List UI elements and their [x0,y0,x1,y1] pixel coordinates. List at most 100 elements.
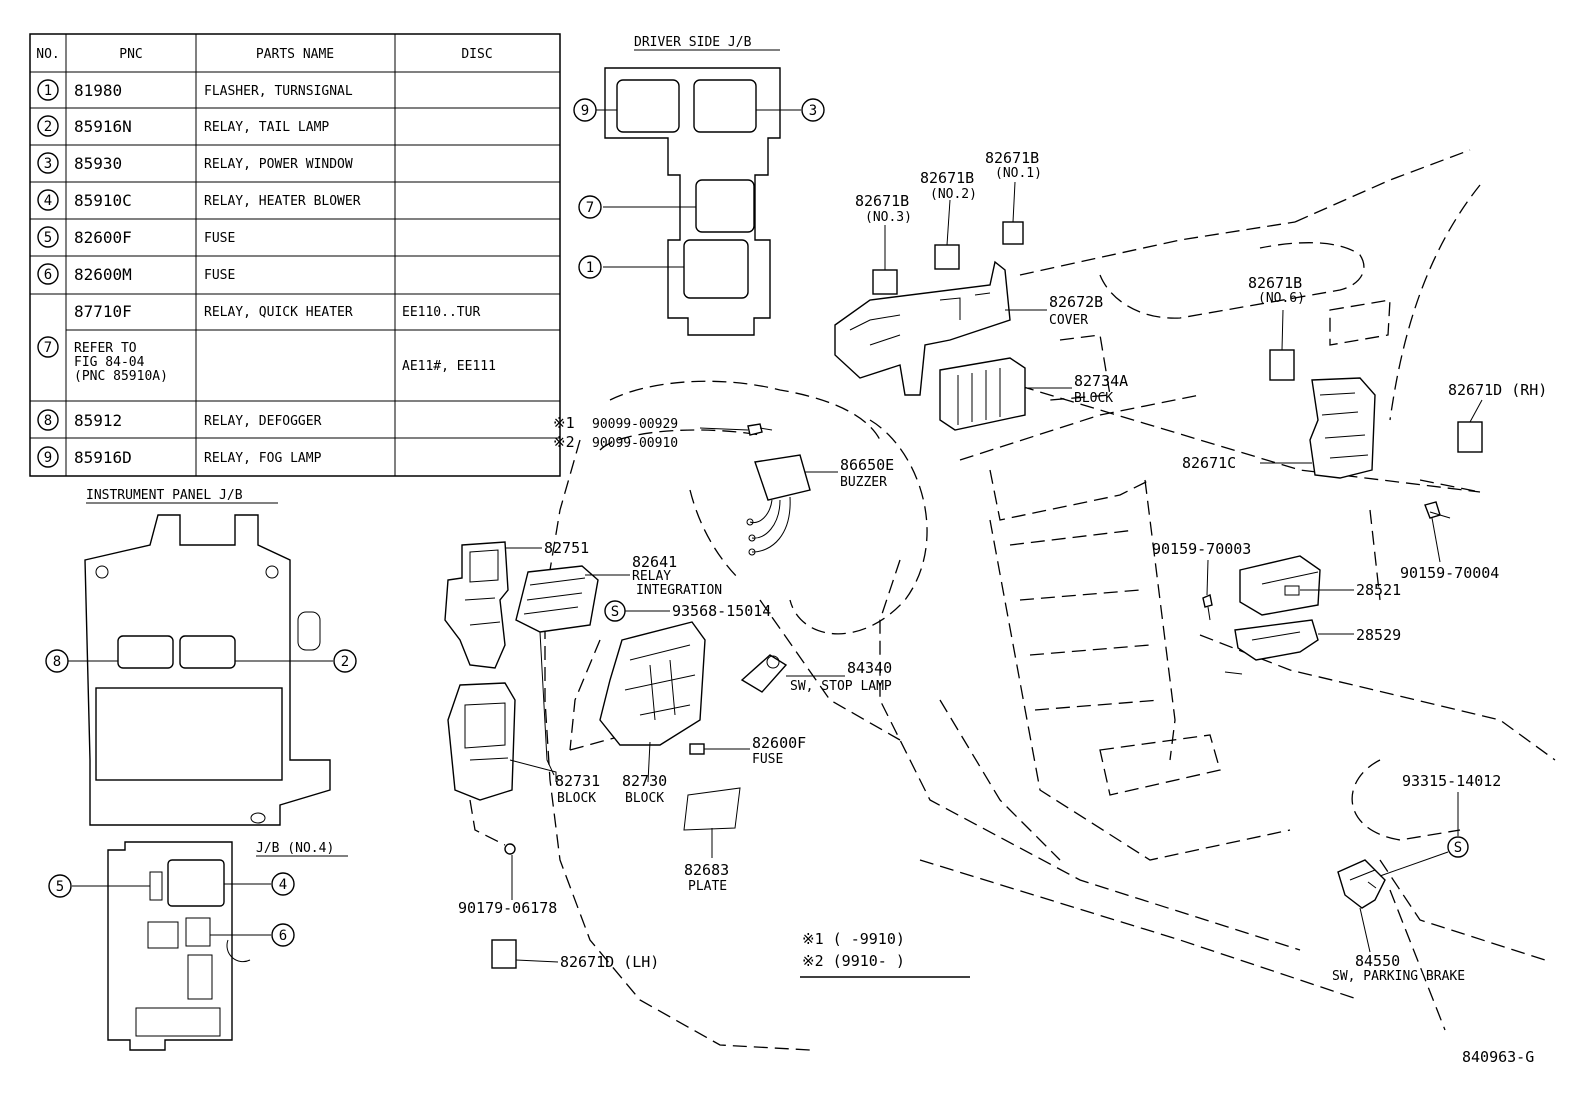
part-description: COVER [1049,313,1088,328]
screw-93315: 93315-14012 S [1402,772,1501,858]
row-number-circle [37,189,59,211]
row-number-circle [37,263,59,285]
module-28521: 28521 [1239,555,1401,616]
instrument-panel-jb: INSTRUMENT PANEL J/B 8 2 [45,488,357,826]
row-parts-name: RELAY, POWER WINDOW [204,157,353,172]
dashboard-outline [469,149,1556,1051]
part-description: BLOCK [557,791,596,806]
row-pnc: 81980 [74,81,122,100]
parking-brake-switch-84550: 84550 SW, PARKING BRAKE [1332,851,1465,984]
part-number: 84550 [1355,952,1400,970]
part-number: 82672B [1049,293,1103,311]
row-disc: AE11#, EE111 [402,359,496,374]
row-number: 2 [44,119,52,135]
row-parts-name: RELAY, HEATER BLOWER [204,194,361,209]
part-qualifier: (NO.6) [1258,291,1305,306]
row-number-circle [37,152,59,174]
bracket-82671c: 82671C [1182,377,1376,479]
relay-82671d-lh: 82671D (LH) [491,939,659,971]
plate-82683: 82683 PLATE [683,787,741,894]
legend: ※1 ( -9910) ※2 (9910- ) [800,930,970,978]
callout-number: 4 [279,877,287,893]
callout-number: 2 [341,654,349,670]
part-description: SW, PARKING BRAKE [1332,969,1465,984]
legend-line-2: ※2 (9910- ) [802,952,905,970]
table-header-disc: DISC [461,47,492,62]
part-number: 82671D (RH) [1448,381,1547,399]
jb-no4-title: J/B (NO.4) [256,841,334,856]
part-number: 82731 [555,772,600,790]
part-number: 82671B [920,169,974,187]
bolt-90099: ※1 90099-00929 ※2 90099-00910 [553,414,773,451]
relay-82671d-rh: 82671D (RH) [1448,381,1547,453]
legend-line-1: ※1 ( -9910) [802,930,905,948]
part-description: INTEGRATION [636,583,722,598]
part-number: 82671C [1182,454,1236,472]
row-number: 7 [44,340,52,356]
s-mark: S [611,604,619,620]
table-header-pnc: PNC [119,47,142,62]
row-pnc-line: (PNC 85910A) [74,369,168,384]
row-pnc: 85916N [74,117,132,136]
relay-82671b-no2: 82671B (NO.2) [920,169,977,270]
figure-id: 840963-G [1462,1048,1534,1066]
row-parts-name: FUSE [204,268,235,283]
part-description: RELAY [632,569,671,584]
row-number: 4 [44,193,52,209]
part-number: 82641 [632,553,677,571]
stop-lamp-switch-84340: 84340 SW, STOP LAMP [740,654,892,694]
row-pnc: 82600F [74,228,132,247]
row-pnc: 85930 [74,154,122,173]
part-description: FUSE [752,752,783,767]
block-82730: 82730 BLOCK [599,621,706,806]
relay-integration-82641: 82641 RELAY INTEGRATION [515,553,722,776]
part-qualifier: (NO.3) [865,210,912,225]
relay-82671b-no1: 82671B (NO.1) [985,149,1042,245]
part-number: 90179-06178 [458,899,557,917]
relay-82671b-no6: 82671B (NO.6) [1248,274,1305,381]
driver-side-jb-title: DRIVER SIDE J/B [634,35,752,50]
part-number: 86650E [840,456,894,474]
row-number: 3 [44,156,52,172]
row-number-circle [37,446,59,468]
part-number: 90159-70004 [1400,564,1499,582]
row-parts-name: FUSE [204,231,235,246]
note-marker: ※2 [553,433,575,451]
callout-number: 7 [586,200,594,216]
part-number: 84340 [847,659,892,677]
table-header-no: NO. [36,47,59,62]
row-parts-name: FLASHER, TURNSIGNAL [204,84,353,99]
row-pnc-line: REFER TO [74,341,137,356]
row-number-circle [37,226,59,248]
screw-90159-70003: 90159-70003 [1152,540,1251,621]
fuse-82600f: 82600F FUSE [689,734,806,767]
row-pnc: 85910C [74,191,132,210]
callout-number: 6 [279,928,287,944]
table-header-parts-name: PARTS NAME [256,47,334,62]
part-description: BUZZER [840,475,887,490]
part-number: 82751 [544,539,589,557]
note-marker: ※1 [553,414,575,432]
block-82734a: 82734A BLOCK [939,357,1128,431]
s-mark: S [1454,840,1462,856]
row-number-circle [37,79,59,101]
bracket-28529: 28529 [1224,619,1401,675]
callout-number: 3 [809,103,817,119]
screw-90159-70004: 90159-70004 [1400,501,1499,582]
part-number: 82671B [855,192,909,210]
part-number: 93568-15014 [672,602,771,620]
part-description: SW, STOP LAMP [790,679,892,694]
part-number: 82671B [985,149,1039,167]
bracket-82751: 82751 [444,539,589,669]
row-pnc: 82600M [74,265,132,284]
row-parts-name: RELAY, TAIL LAMP [204,120,329,135]
clip-90179: 90179-06178 [458,843,557,917]
row-number-circle [37,115,59,137]
part-number: 90099-00910 [592,436,678,451]
row-disc: EE110..TUR [402,305,480,320]
relay-82671b-no3: 82671B (NO.3) [855,192,912,295]
part-number: 82671D (LH) [560,953,659,971]
part-number: 82671B [1248,274,1302,292]
part-description: BLOCK [1074,391,1113,406]
